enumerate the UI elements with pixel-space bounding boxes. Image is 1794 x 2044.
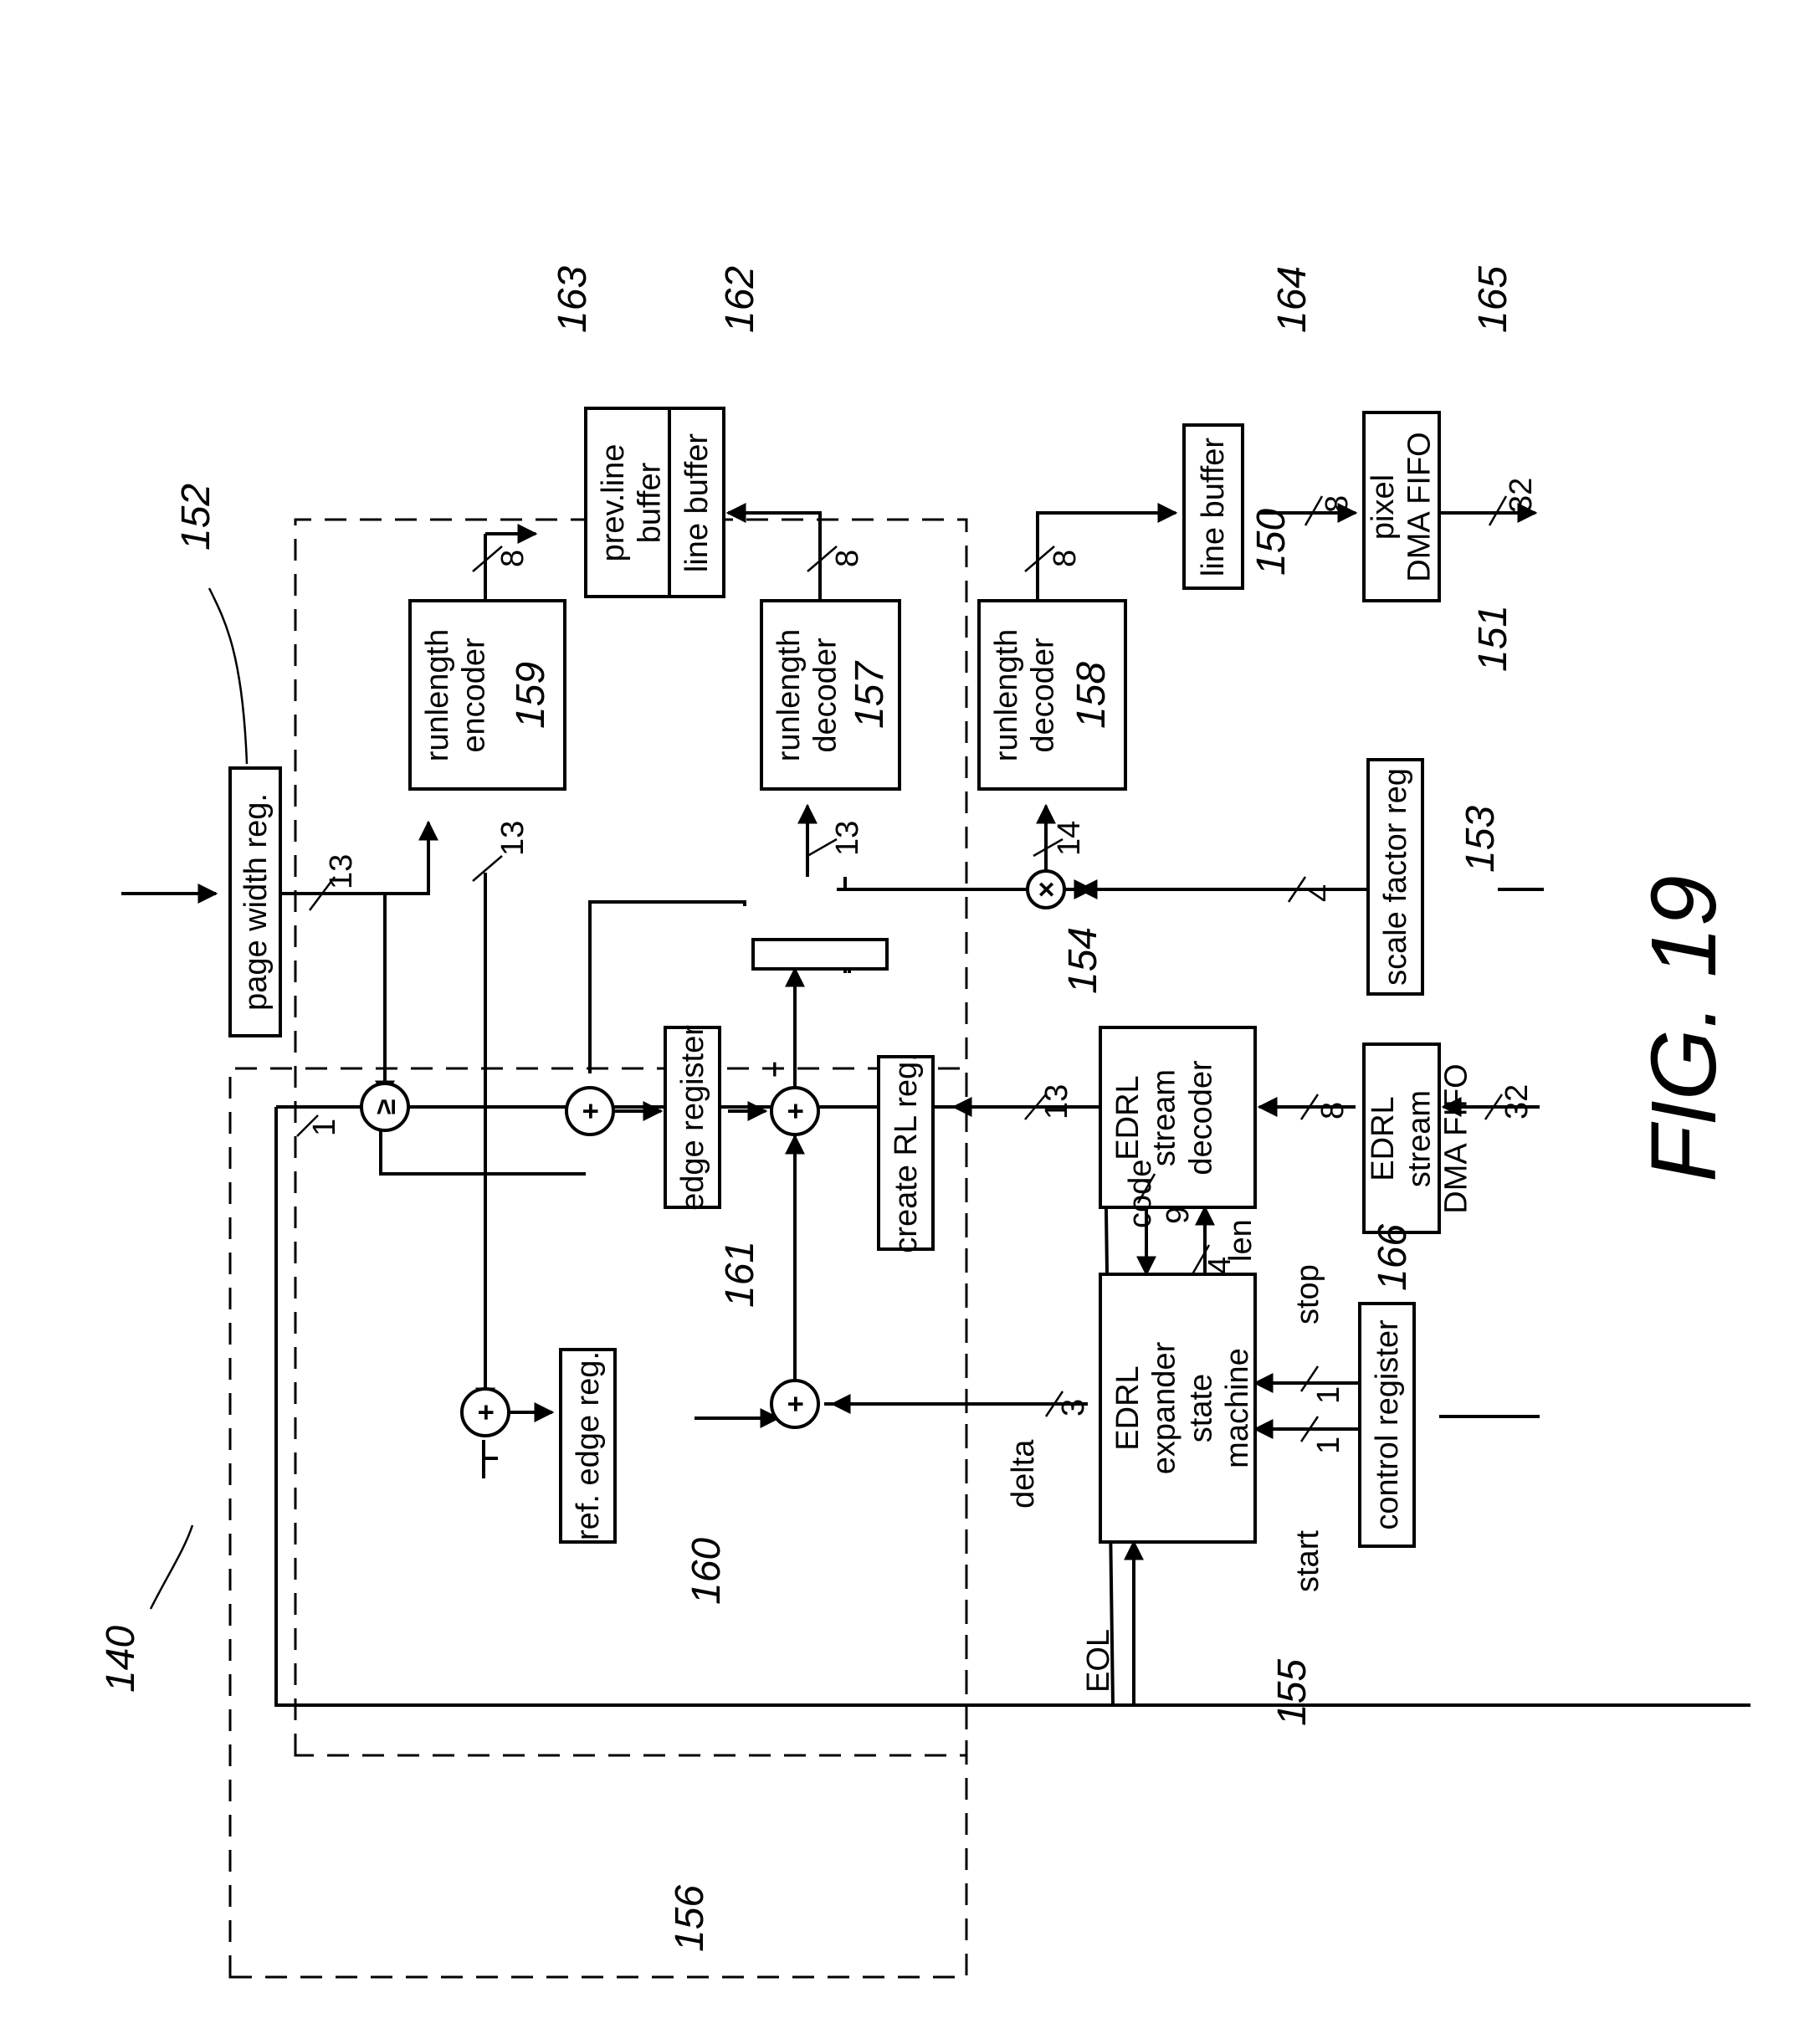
code-label: code	[1123, 1160, 1158, 1228]
bw-enc-13: 13	[495, 821, 531, 856]
line-buffer-164-block: line buffer	[1182, 423, 1244, 590]
bw-page-13: 13	[324, 854, 359, 889]
ge-comparator: ≥	[360, 1082, 410, 1132]
adder-ref: +	[460, 1387, 510, 1437]
ref-166: 166	[1371, 1224, 1415, 1291]
delta-label: delta	[1006, 1439, 1041, 1509]
bw-ge-1: 1	[307, 1119, 342, 1136]
create-rl-reg-label: create RL reg.	[889, 1053, 924, 1253]
multiplier: ×	[1026, 869, 1066, 909]
adder-diff-symbol: +	[780, 1103, 812, 1119]
adder-ref-symbol: +	[470, 1404, 502, 1421]
reference-numerals: 140 150 151 152 153 154 155 156 160 161 …	[99, 266, 1515, 1952]
stop-label: stop	[1290, 1264, 1325, 1324]
adder-edge: +	[565, 1086, 615, 1136]
bw-pix-32: 32	[1504, 478, 1539, 513]
bw-fifo-8: 8	[1315, 1102, 1351, 1119]
pixel-dma-fifo-label: pixelDMA FIFO	[1366, 432, 1438, 581]
ref-165: 165	[1471, 266, 1515, 333]
bw-stop-1: 1	[1311, 1386, 1346, 1404]
adder-delta-symbol: +	[780, 1396, 812, 1412]
bw-scale-4: 4	[1303, 884, 1338, 902]
scale-factor-reg-block: scale factor reg	[1366, 758, 1424, 996]
bw-delta-3: 3	[1056, 1399, 1091, 1416]
adder-diff: + –	[757, 1062, 820, 1136]
edge-register-block: edge register	[664, 1025, 721, 1211]
ref-150: 150	[1249, 509, 1294, 576]
runlength-decoder-158-num: 158	[1069, 662, 1114, 729]
control-register-block: control register	[1358, 1302, 1416, 1548]
ref-edge-reg-block: ref. edge reg.	[559, 1348, 617, 1544]
create-rl-reg-block: create RL reg.	[877, 1053, 935, 1253]
runlength-decoder-157-num: 157	[848, 660, 892, 729]
line-buffer-stack: prev.linebuffer line buffer	[584, 407, 725, 598]
runlength-decoder-158-block: runlengthdecoder 158	[977, 599, 1127, 791]
ref-156: 156	[668, 1885, 712, 1952]
runlength-decoder-157-label: runlengthdecoder	[771, 629, 843, 761]
ref-152: 152	[174, 484, 218, 551]
bw-158-8: 8	[1048, 550, 1083, 567]
adder-edge-symbol: +	[575, 1103, 607, 1119]
ref-153: 153	[1458, 806, 1503, 873]
line-buffer-164-label: line buffer	[1196, 438, 1231, 577]
runlength-decoder-157-block: runlengthdecoder 157	[760, 599, 901, 791]
bus-widths: 13 13 8 8 13 8 14 8 32 4 8 32 13	[296, 478, 1539, 1454]
bw-dec-13: 13	[1039, 1084, 1074, 1119]
bw-mux-13: 13	[830, 821, 865, 856]
edrl-stream-decoder-block: EDRLstreamdecoder	[1099, 1026, 1257, 1209]
adder-delta: +	[770, 1379, 820, 1429]
prev-line-buffer-label: prev.linebuffer	[596, 444, 668, 562]
runlength-encoder-label: runlengthencoder	[420, 629, 492, 761]
page-width-reg-label: page width reg.	[238, 793, 274, 1011]
edge-register-label: edge register	[675, 1025, 710, 1211]
control-register-label: control register	[1370, 1319, 1405, 1530]
edrl-stream-dma-fifo-block: EDRLstreamDMA FIFO	[1362, 1042, 1474, 1234]
mux-shape	[751, 938, 889, 971]
ref-164: 164	[1270, 266, 1315, 333]
ref-151: 151	[1471, 605, 1515, 672]
pixel-dma-fifo-block: pixelDMA FIFO	[1362, 411, 1441, 602]
multiplier-symbol: ×	[1031, 881, 1063, 898]
runlength-encoder-num: 159	[509, 662, 553, 729]
bw-enc-8: 8	[495, 550, 531, 567]
ref-163: 163	[551, 266, 595, 333]
minus-sign: –	[757, 1062, 789, 1078]
boundary-156	[294, 518, 968, 1757]
edrl-expander-state-machine-label: EDRLexpanderstatemachine	[1110, 1341, 1255, 1474]
bw-start-1: 1	[1311, 1437, 1346, 1454]
len-label: len	[1223, 1219, 1258, 1262]
ge-symbol: ≥	[370, 1099, 402, 1115]
bw-dec-8: 8	[830, 550, 865, 567]
line-buffer-top-label: line buffer	[679, 433, 715, 573]
ref-154: 154	[1061, 927, 1105, 994]
ref-edge-reg-label: ref. edge reg.	[571, 1351, 606, 1540]
bw-lb-8: 8	[1320, 495, 1355, 513]
edrl-expander-state-machine-block: EDRLexpanderstatemachine	[1099, 1273, 1257, 1544]
bw-code-9: 9	[1161, 1206, 1196, 1224]
start-label: start	[1290, 1530, 1325, 1592]
edrl-stream-dma-fifo-label: EDRLstreamDMA FIFO	[1366, 1063, 1474, 1213]
bw-len-4: 4	[1202, 1257, 1238, 1274]
scale-factor-reg-label: scale factor reg	[1378, 768, 1413, 986]
ref-160: 160	[684, 1538, 729, 1605]
runlength-decoder-158-label: runlengthdecoder	[989, 629, 1061, 761]
bw-mult-14: 14	[1052, 821, 1087, 856]
ref-162: 162	[718, 266, 762, 333]
ref-140: 140	[99, 1626, 143, 1693]
bw-fifo-32: 32	[1499, 1084, 1535, 1119]
eol-label: EOL	[1081, 1629, 1116, 1693]
figure-caption: FIG. 19	[1633, 875, 1735, 1182]
runlength-encoder-block: runlengthencoder 159	[408, 599, 566, 791]
ref-161: 161	[718, 1241, 762, 1308]
page-width-reg-block: page width reg.	[228, 766, 282, 1037]
edrl-stream-decoder-label: EDRLstreamdecoder	[1110, 1060, 1218, 1176]
boundary-inner	[228, 1067, 968, 1979]
ref-155: 155	[1270, 1659, 1315, 1726]
